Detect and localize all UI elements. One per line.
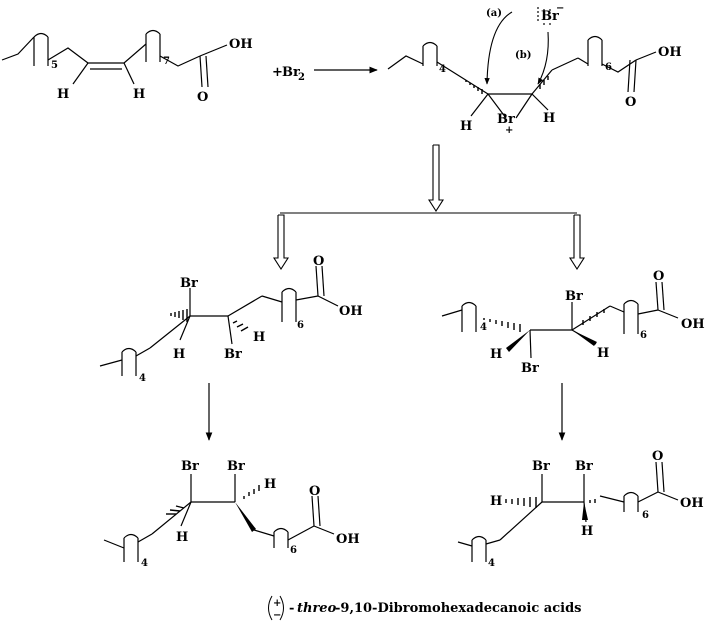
product-right-labels: Br Br H H O OH 6 4 <box>480 269 705 376</box>
final-left-br-2: Br <box>227 459 245 474</box>
bromonium-hydroxyl: OH <box>658 45 682 60</box>
product-left-oxygen: O <box>313 254 324 269</box>
reactant-h-right: H <box>133 87 145 102</box>
final-right-wedge <box>582 502 588 520</box>
product-left-hashed <box>170 309 249 332</box>
caption-plus: + <box>273 598 281 609</box>
final-right-h-left: H <box>490 494 502 509</box>
final-left-repeat-6: 6 <box>290 545 297 556</box>
final-right-hashed <box>505 497 596 508</box>
final-right-labels: Br Br H H O OH 6 4 <box>488 449 704 569</box>
final-left-oxygen: O <box>309 484 320 499</box>
product-right-structure <box>441 281 679 359</box>
final-left-labels: Br Br H H O OH 6 4 <box>141 459 360 569</box>
product-right-h-left: H <box>490 347 502 362</box>
reactant-h-left: H <box>57 87 69 102</box>
bromonium-h-left: H <box>460 119 472 134</box>
final-right-br-1: Br <box>532 459 550 474</box>
caption-threo: threo <box>297 601 337 616</box>
final-left-h-bottom: H <box>176 530 188 545</box>
reagent-br-symbol: Br <box>282 65 300 80</box>
final-left-br-1: Br <box>181 459 199 474</box>
final-left-hydroxyl: OH <box>336 532 360 547</box>
product-left-br-bottom: Br <box>224 347 242 362</box>
product-left-repeat-6: 6 <box>297 320 304 331</box>
caption: + − - threo -9,10-Dibromohexadecanoic ac… <box>268 595 582 621</box>
bromonium-repeat-4: 4 <box>439 64 446 75</box>
product-left-structure <box>99 265 339 376</box>
caption-minus: − <box>273 610 281 621</box>
product-left-h-left: H <box>173 347 185 362</box>
bromonium-oxygen: O <box>625 95 636 110</box>
product-right-br-bottom: Br <box>521 361 539 376</box>
bromide-ion-dots <box>537 7 551 25</box>
reactant-structure <box>1 29 228 88</box>
reactant-repeat-5: 5 <box>51 60 58 71</box>
product-right-repeat-4: 4 <box>480 322 487 333</box>
hollow-arrows <box>272 144 586 271</box>
attack-path-b-label: (b) <box>515 50 531 61</box>
product-left-h-right: H <box>253 330 265 345</box>
final-right-repeat-6: 6 <box>642 510 649 521</box>
final-left-h-top: H <box>264 477 276 492</box>
product-right-oxygen: O <box>653 269 664 284</box>
product-left-hydroxyl: OH <box>339 304 363 319</box>
bromonium-repeat-6: 6 <box>605 62 612 73</box>
bromonium-labels: 4 6 O OH H H Br + (a) (b) Br − <box>439 3 682 136</box>
curved-attack-arrows <box>484 11 549 85</box>
caption-dash: - <box>289 601 294 616</box>
reactant-repeat-7: 7 <box>163 56 170 67</box>
final-left-repeat-4: 4 <box>141 558 148 569</box>
bromonium-structure <box>387 35 657 119</box>
final-right-oxygen: O <box>652 449 663 464</box>
caption-compound-name: -9,10-Dibromohexadecanoic acids <box>335 601 582 616</box>
reactant-oxygen: O <box>197 90 208 105</box>
bromide-negative-charge: − <box>556 3 564 14</box>
product-left-br-top: Br <box>180 276 198 291</box>
attack-path-a-label: (a) <box>486 8 502 19</box>
bromonium-positive-charge: + <box>505 125 513 136</box>
final-left-hashed <box>166 485 260 515</box>
bromonium-br: Br <box>497 112 515 127</box>
final-left-wedge <box>235 502 256 532</box>
reagent-br-subscript: 2 <box>298 72 305 83</box>
product-right-repeat-6: 6 <box>640 330 647 341</box>
bromide-ion: Br <box>541 9 559 24</box>
reactant-hydroxyl: OH <box>229 37 253 52</box>
reactant-labels: 5 7 H H O OH <box>51 37 253 105</box>
product-left-labels: Br Br H H O OH 6 4 <box>139 254 363 384</box>
bromonium-hashed-bonds <box>465 76 549 94</box>
product-right-hashed <box>483 309 605 332</box>
product-right-wedge <box>506 330 530 352</box>
product-right-br-top: Br <box>565 289 583 304</box>
bromonium-h-right: H <box>543 111 555 126</box>
final-right-repeat-4: 4 <box>488 558 495 569</box>
final-right-br-2: Br <box>575 459 593 474</box>
final-right-h-bottom: H <box>581 524 593 539</box>
reagent-bromine: + Br 2 <box>272 65 305 83</box>
final-left-structure <box>103 474 335 562</box>
product-left-repeat-4: 4 <box>139 373 146 384</box>
product-right-hydroxyl: OH <box>681 317 705 332</box>
product-right-wedge-2 <box>572 330 597 346</box>
final-right-hydroxyl: OH <box>680 496 704 511</box>
product-right-h-right: H <box>597 346 609 361</box>
reagent-plus: + <box>272 65 283 80</box>
